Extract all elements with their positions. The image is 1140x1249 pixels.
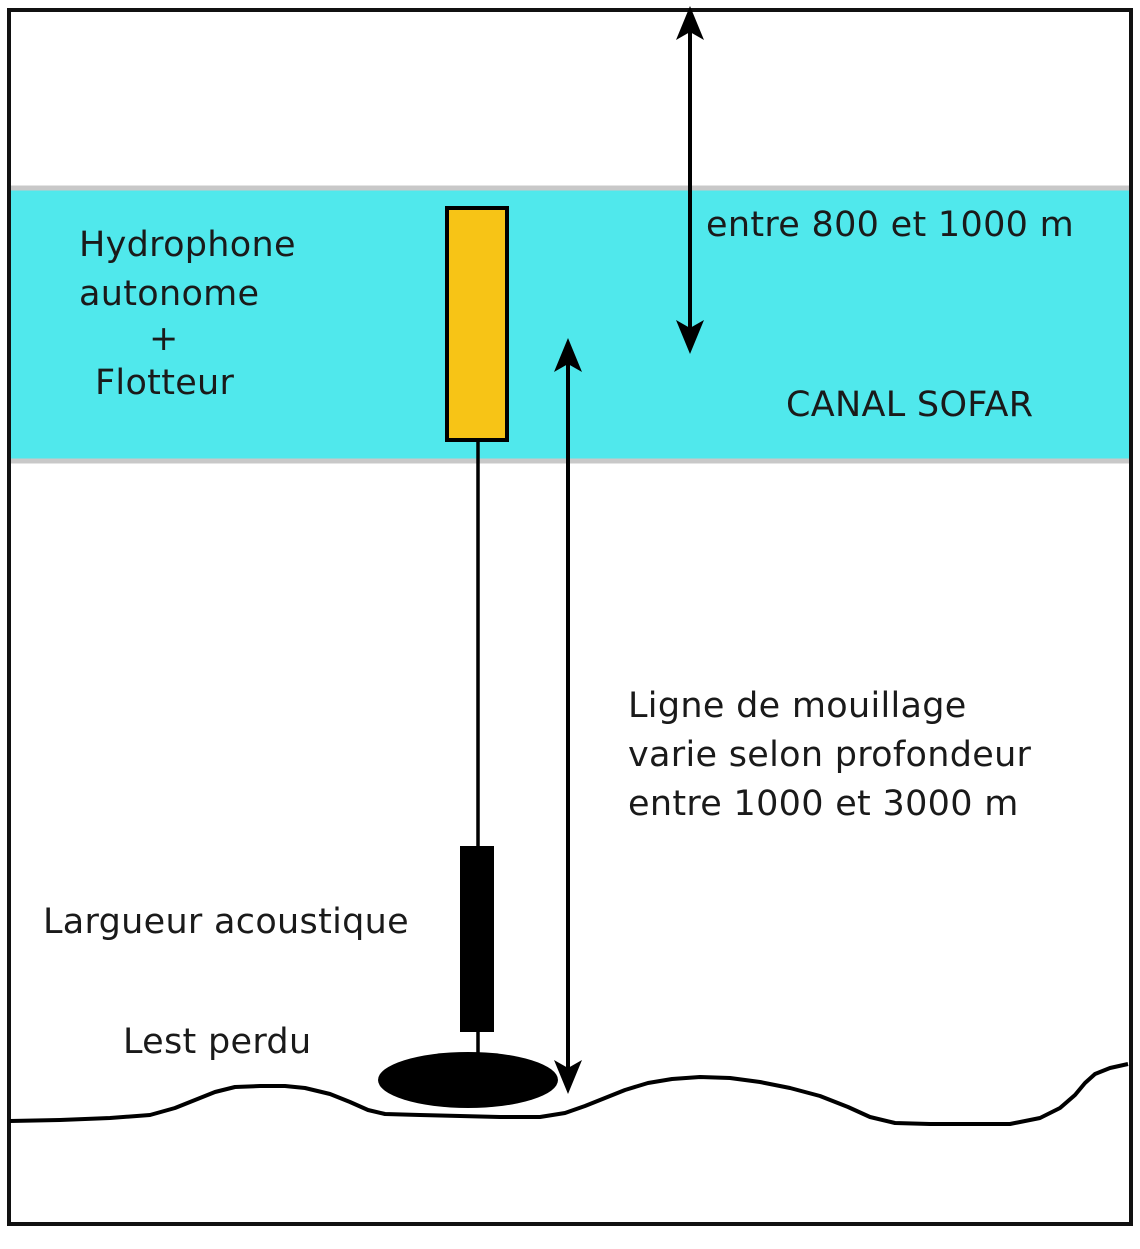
depth-range-label: entre 800 et 1000 m	[706, 205, 1075, 245]
hydrophone-label-plus: +	[149, 319, 179, 359]
sea-floor-line	[9, 1062, 1129, 1126]
hydrophone-label-line3: Flotteur	[95, 363, 235, 403]
hydrophone-label-line1: Hydrophone	[79, 225, 296, 265]
mooring-label-line1: Ligne de mouillage	[628, 686, 967, 726]
hydrophone-label-line2: autonome	[79, 274, 260, 314]
mooring-arrow-head-top	[554, 338, 582, 372]
acoustic-release-label: Largueur acoustique	[43, 902, 409, 942]
mooring-arrow-head-bottom	[554, 1060, 582, 1094]
mooring-label-line3: entre 1000 et 3000 m	[628, 784, 1019, 824]
mooring-line-label: Ligne de mouillage varie selon profondeu…	[628, 682, 1031, 829]
mooring-label-line2: varie selon profondeur	[628, 735, 1032, 775]
depth-arrow-head-top	[676, 6, 704, 40]
hydrophone-float-label: Hydrophone autonome + Flotteur	[79, 221, 296, 408]
lost-ballast	[378, 1052, 558, 1108]
hydrophone-float	[445, 206, 509, 442]
sofar-channel-label: CANAL SOFAR	[786, 385, 1034, 425]
lost-ballast-label: Lest perdu	[123, 1022, 312, 1062]
acoustic-release	[460, 846, 494, 1032]
depth-arrow-head-bottom	[676, 320, 704, 354]
